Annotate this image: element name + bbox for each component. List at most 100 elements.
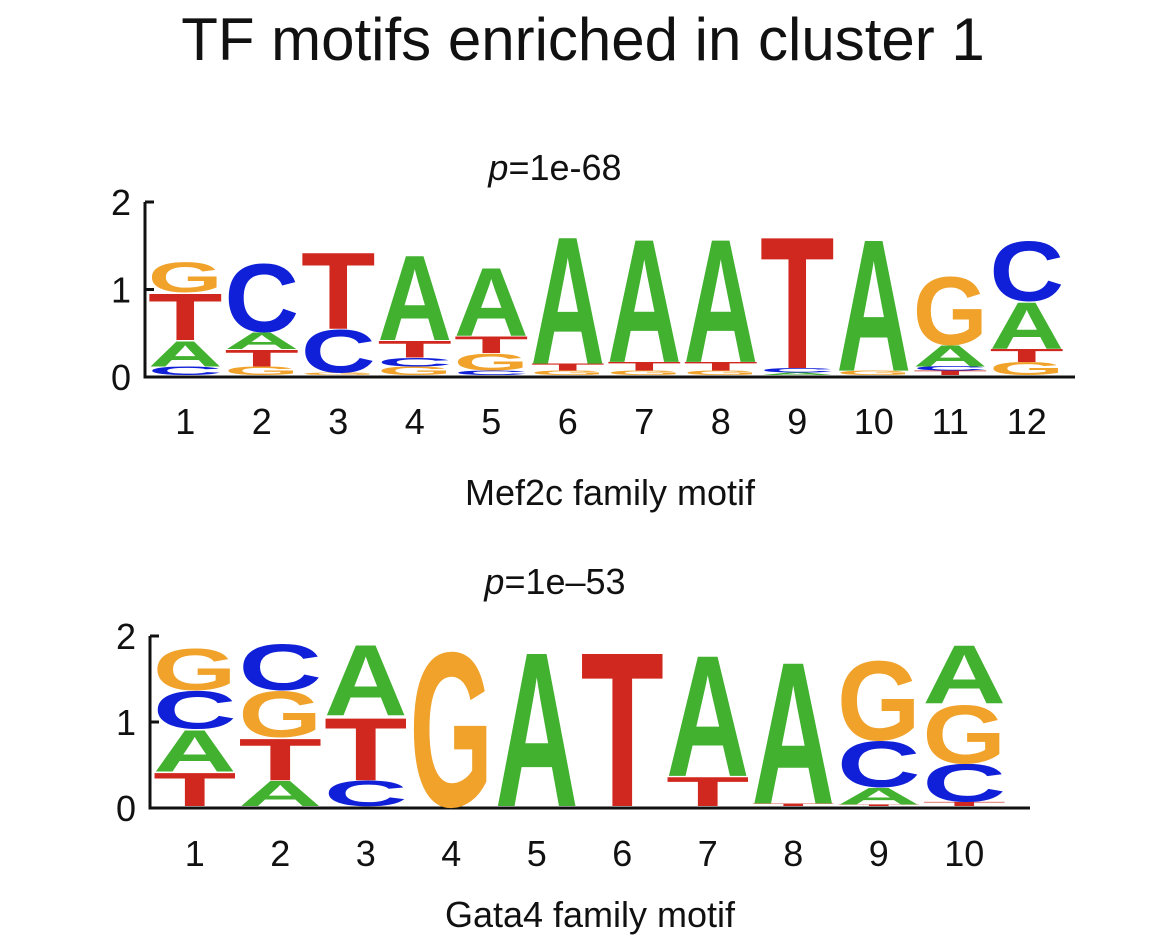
logo-letter-A: A (923, 628, 1006, 721)
logo-letter-T: T (760, 197, 834, 408)
logo-letter-T: T (148, 280, 223, 355)
logo-letter-C: C (923, 753, 1006, 813)
logo-letter-A: A (454, 248, 528, 357)
logo-letter-A: A (837, 202, 911, 412)
logo-letter-T: T (607, 360, 681, 373)
x-tick-label: 6 (558, 401, 578, 442)
motif-name: Mef2c family motif (465, 472, 756, 513)
x-tick-label: 11 (932, 401, 969, 442)
x-tick-label: 4 (405, 401, 425, 442)
logo-letter-C: C (454, 370, 528, 377)
logo-letter-T: T (752, 803, 835, 807)
logo-letter-A: A (531, 200, 605, 403)
logo-letter-T: T (581, 606, 664, 853)
logo-letter-C: C (913, 365, 987, 372)
logo-letter-A: A (378, 230, 452, 366)
logo-letter-A: A (324, 625, 408, 738)
y-tick-label: 2 (111, 182, 131, 223)
logo-letter-A: A (239, 774, 322, 814)
logo-letter-G: G (239, 677, 322, 751)
logo-letter-G: G (225, 364, 299, 378)
y-tick-label: 1 (116, 702, 136, 743)
logo-letter-T: T (684, 360, 758, 373)
logo-letter-T: T (531, 362, 605, 373)
logo-letter-C: C (301, 317, 375, 385)
logo-letter-T: T (666, 769, 749, 815)
p-symbol: p (487, 147, 508, 188)
x-tick-label: 4 (441, 833, 461, 874)
logo-letter-T: T (324, 700, 407, 800)
x-tick-label: 5 (481, 401, 501, 442)
x-tick-label: 3 (356, 833, 376, 874)
p-value: =1e-68 (508, 147, 621, 188)
x-tick-label: 9 (787, 401, 807, 442)
logo-letter-C: C (837, 728, 920, 801)
logo-letter-A: A (607, 202, 681, 400)
x-tick-label: 2 (270, 833, 290, 874)
logo-letter-A: A (684, 202, 758, 400)
y-tick-label: 2 (116, 616, 136, 657)
logo-letter-G: G (410, 606, 493, 853)
x-tick-label: 7 (698, 833, 718, 874)
logo-letter-G: G (378, 364, 452, 378)
logo-letter-G: G (837, 638, 920, 764)
logo-letter-G: G (531, 370, 605, 377)
panel-title: p=1e-68 (487, 147, 621, 188)
logo-letter-T: T (378, 335, 452, 362)
logo-letter-A: A (225, 327, 300, 354)
logo-letter-A: A (148, 334, 223, 375)
x-tick-label: 3 (328, 401, 348, 442)
x-tick-label: 8 (783, 833, 803, 874)
x-tick-label: 10 (854, 401, 894, 442)
logo-letter-T: T (923, 801, 1006, 808)
p-symbol: p (483, 561, 504, 602)
logo-letter-C: C (990, 224, 1065, 319)
logo-letter-A: A (666, 621, 749, 814)
logo-letter-C: C (324, 774, 407, 814)
logo-letter-A: A (153, 718, 236, 784)
logo-letter-C: C (239, 631, 322, 704)
x-tick-label: 2 (252, 401, 272, 442)
logo-letter-C: C (378, 355, 453, 369)
logo-letter-A: A (837, 783, 920, 810)
x-tick-label: 8 (711, 401, 731, 442)
logo-letter-T: T (301, 229, 375, 352)
logo-letter-G: G (607, 370, 681, 377)
logo-letter-G: G (153, 636, 236, 703)
y-tick-label: 0 (111, 357, 131, 398)
p-value: =1e–53 (504, 561, 625, 602)
y-tick-label: 0 (116, 788, 136, 829)
logo-letter-C: C (153, 680, 236, 740)
logo-letter-A: A (495, 607, 578, 854)
figure-title: TF motifs enriched in cluster 1 (181, 6, 985, 73)
logo-letter-A: A (913, 339, 988, 373)
panel-title: p=1e–53 (483, 561, 625, 602)
logo-letter-T: T (239, 727, 322, 793)
logo-letter-T: T (454, 331, 528, 358)
logo-letter-G: G (990, 359, 1064, 379)
x-tick-label: 10 (944, 833, 984, 874)
x-tick-label: 5 (527, 833, 547, 874)
logo-letter-C: C (225, 244, 299, 353)
logo-letter-G: G (454, 349, 528, 376)
logo-letter-A: A (752, 620, 836, 847)
logo-letter-T: T (153, 763, 236, 817)
logo-letter-T: T (990, 346, 1064, 366)
logo-letter-A: A (760, 372, 834, 376)
logo-letter-T: T (837, 804, 920, 807)
logo-letter-G: G (923, 688, 1006, 781)
logo-letter-T: T (913, 370, 987, 377)
x-tick-label: 6 (612, 833, 632, 874)
logo-letter-G: G (837, 370, 911, 377)
logo-letter-G: G (301, 372, 375, 376)
logo-letter-C: C (760, 367, 834, 374)
x-tick-label: 12 (1007, 401, 1047, 442)
y-tick-label: 1 (111, 270, 131, 311)
logo-letter-A: A (990, 289, 1064, 364)
x-tick-label: 1 (175, 401, 195, 442)
logo-letter-T: T (225, 344, 299, 371)
logo-letter-G: G (148, 253, 222, 301)
